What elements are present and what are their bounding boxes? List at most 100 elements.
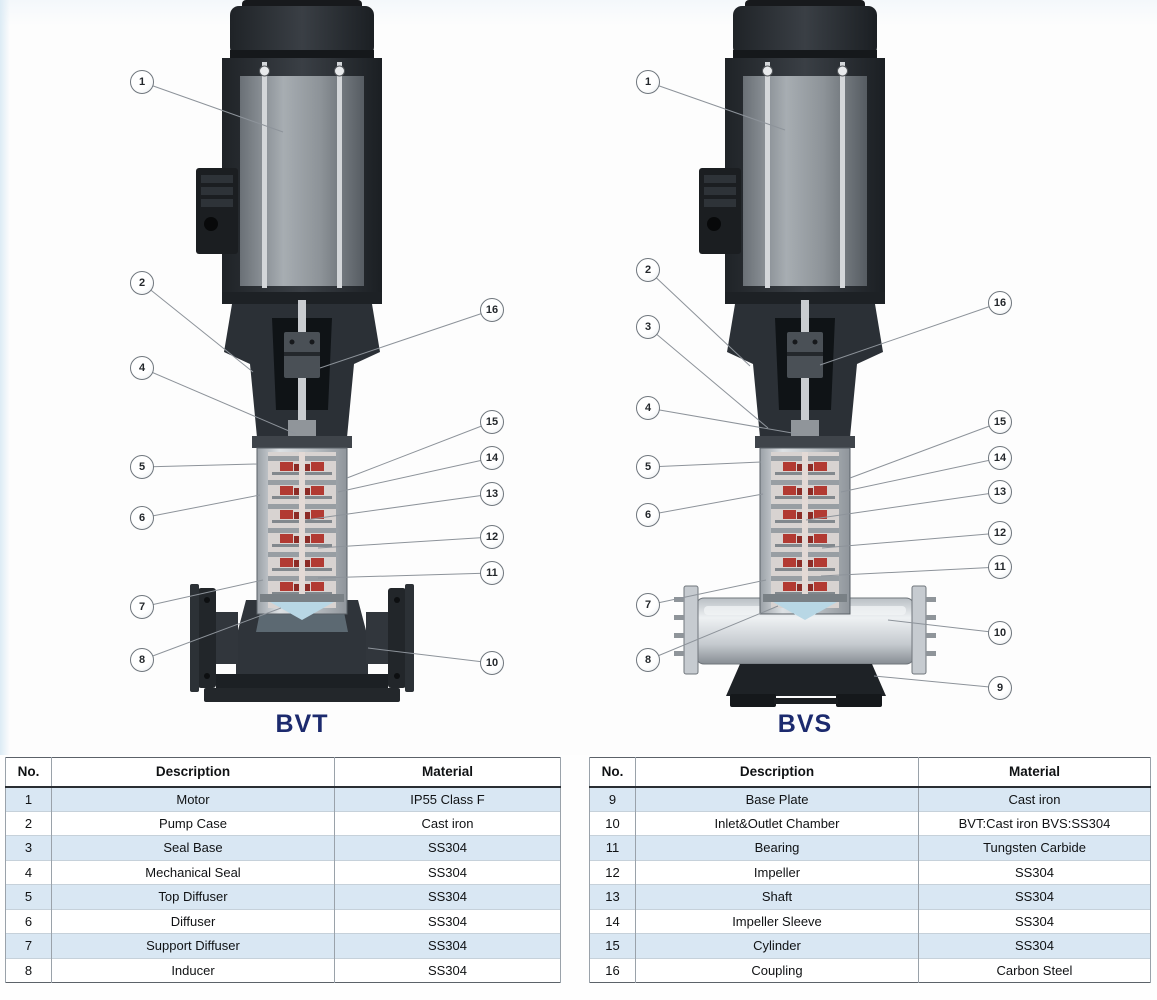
part-material: SS304 xyxy=(334,933,561,958)
part-no: 14 xyxy=(589,908,636,934)
part-no: 10 xyxy=(589,810,636,836)
column-header: Description xyxy=(51,757,335,788)
part-material: SS304 xyxy=(918,884,1151,909)
leader-lines xyxy=(647,81,1001,689)
callout-15: 15 xyxy=(480,410,504,434)
part-description: Seal Base xyxy=(51,835,335,860)
part-material: SS304 xyxy=(334,859,561,885)
part-no: 15 xyxy=(589,933,636,958)
callout-1: 1 xyxy=(636,70,660,94)
part-material: Cast iron xyxy=(918,786,1151,811)
column-header: No. xyxy=(589,757,636,788)
part-material: SS304 xyxy=(918,859,1151,885)
column-header: Description xyxy=(635,757,919,788)
part-description: Inlet&Outlet Chamber xyxy=(635,810,919,836)
column-header: No. xyxy=(5,757,52,788)
part-material: IP55 Class F xyxy=(334,786,561,811)
callout-14: 14 xyxy=(480,446,504,470)
part-material: SS304 xyxy=(334,957,561,983)
callout-12: 12 xyxy=(988,521,1012,545)
part-description: Shaft xyxy=(635,884,919,909)
callout-11: 11 xyxy=(480,561,504,585)
callout-8: 8 xyxy=(636,648,660,672)
callout-16: 16 xyxy=(988,291,1012,315)
part-description: Inducer xyxy=(51,957,335,983)
bvt-base-chamber xyxy=(190,584,414,702)
callout-6: 6 xyxy=(130,506,154,530)
part-description: Cylinder xyxy=(635,933,919,958)
part-material: SS304 xyxy=(334,835,561,860)
part-material: SS304 xyxy=(918,933,1151,958)
part-material: BVT:Cast iron BVS:SS304 xyxy=(918,810,1151,836)
part-description: Bearing xyxy=(635,835,919,860)
part-no: 16 xyxy=(589,957,636,983)
part-description: Top Diffuser xyxy=(51,884,335,909)
part-description: Diffuser xyxy=(51,908,335,934)
part-no: 6 xyxy=(5,908,52,934)
part-no: 11 xyxy=(589,835,636,860)
part-no: 7 xyxy=(5,933,52,958)
part-material: Tungsten Carbide xyxy=(918,835,1151,860)
callout-4: 4 xyxy=(130,356,154,380)
callout-12: 12 xyxy=(480,525,504,549)
part-description: Coupling xyxy=(635,957,919,983)
callout-16: 16 xyxy=(480,298,504,322)
pump-illustration-bvs xyxy=(647,0,1001,707)
callout-7: 7 xyxy=(130,595,154,619)
part-no: 13 xyxy=(589,884,636,909)
callout-2: 2 xyxy=(636,258,660,282)
part-no: 9 xyxy=(589,786,636,811)
part-material: SS304 xyxy=(918,908,1151,934)
callout-1: 1 xyxy=(130,70,154,94)
pump-label-bvs: BVS xyxy=(777,710,833,738)
column-header: Material xyxy=(918,757,1151,788)
pump-label-bvt: BVT xyxy=(275,710,329,738)
part-no: 3 xyxy=(5,835,52,860)
callout-13: 13 xyxy=(480,482,504,506)
part-material: SS304 xyxy=(334,884,561,909)
callout-5: 5 xyxy=(130,455,154,479)
part-description: Base Plate xyxy=(635,786,919,811)
column-header: Material xyxy=(334,757,561,788)
part-description: Pump Case xyxy=(51,810,335,836)
leader-lines xyxy=(141,81,493,664)
callout-6: 6 xyxy=(636,503,660,527)
callout-7: 7 xyxy=(636,593,660,617)
part-no: 5 xyxy=(5,884,52,909)
part-no: 12 xyxy=(589,859,636,885)
part-description: Impeller xyxy=(635,859,919,885)
part-material: Carbon Steel xyxy=(918,957,1151,983)
part-no: 2 xyxy=(5,810,52,836)
callout-10: 10 xyxy=(480,651,504,675)
callout-2: 2 xyxy=(130,271,154,295)
callout-8: 8 xyxy=(130,648,154,672)
callout-3: 3 xyxy=(636,315,660,339)
part-material: SS304 xyxy=(334,908,561,934)
callout-13: 13 xyxy=(988,480,1012,504)
callout-14: 14 xyxy=(988,446,1012,470)
part-description: Support Diffuser xyxy=(51,933,335,958)
callout-11: 11 xyxy=(988,555,1012,579)
callout-9: 9 xyxy=(988,676,1012,700)
part-description: Mechanical Seal xyxy=(51,859,335,885)
